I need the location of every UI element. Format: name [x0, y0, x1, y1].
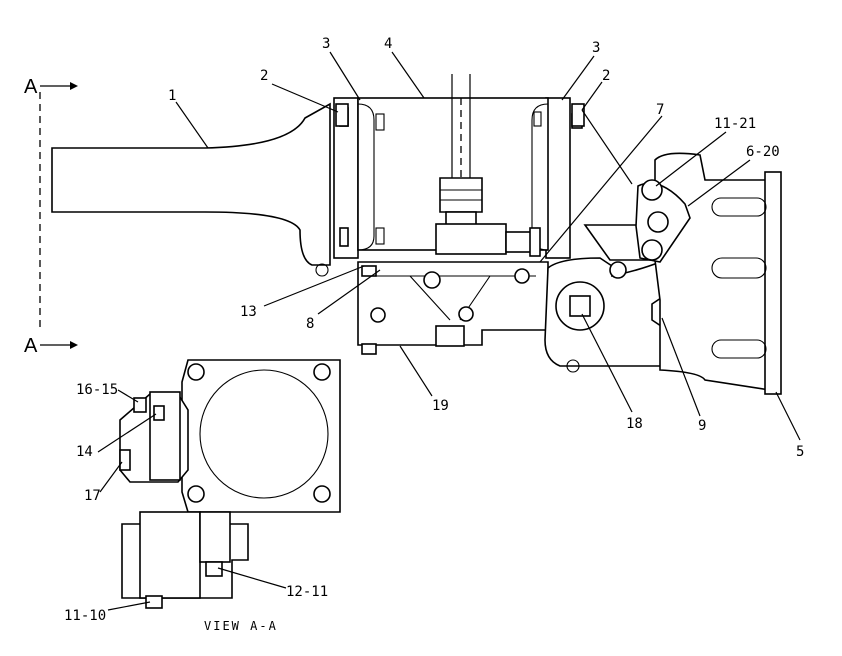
- callout-7: 7: [656, 102, 664, 118]
- callout-3-left: 3: [322, 36, 330, 52]
- callout-6-20: 6-20: [746, 144, 780, 160]
- bolt-left: [335, 103, 349, 127]
- callout-8: 8: [306, 316, 314, 332]
- callout-13: 13: [240, 304, 257, 320]
- mounting-bracket: [544, 257, 691, 373]
- bolt-right: [571, 103, 585, 127]
- callout-5: 5: [796, 444, 804, 460]
- cover-plate: [635, 179, 691, 263]
- callout-18: 18: [626, 416, 643, 432]
- callout-3-right: 3: [592, 40, 600, 56]
- hose-fitting: [439, 74, 483, 227]
- tube-arm: [51, 102, 331, 277]
- section-mark-top: A: [24, 76, 38, 98]
- section-mark-bottom: A: [24, 335, 38, 357]
- view-a-a-drawing: [119, 359, 341, 609]
- callout-2-right: 2: [602, 68, 610, 84]
- callout-1: 1: [168, 88, 176, 104]
- callout-16-15: 16-15: [76, 382, 118, 398]
- valve-block: [357, 223, 549, 355]
- housing: [583, 152, 782, 395]
- callout-11-21: 11-21: [714, 116, 756, 132]
- callout-14: 14: [76, 444, 93, 460]
- callout-11-10: 11-10: [64, 608, 106, 624]
- callout-17: 17: [84, 488, 101, 504]
- callout-9: 9: [698, 418, 706, 434]
- callout-2-left: 2: [260, 68, 268, 84]
- section-line-a-a: A A: [24, 76, 78, 357]
- callout-19: 19: [432, 398, 449, 414]
- view-label: VIEW A-A: [204, 619, 278, 633]
- callout-4: 4: [384, 36, 392, 52]
- callout-labels: 1 2 3 4 3 2 7 11-21 6-20 13 8 19 18 9 5 …: [64, 36, 804, 624]
- callout-12-11: 12-11: [286, 584, 328, 600]
- leader-lines: [97, 51, 801, 611]
